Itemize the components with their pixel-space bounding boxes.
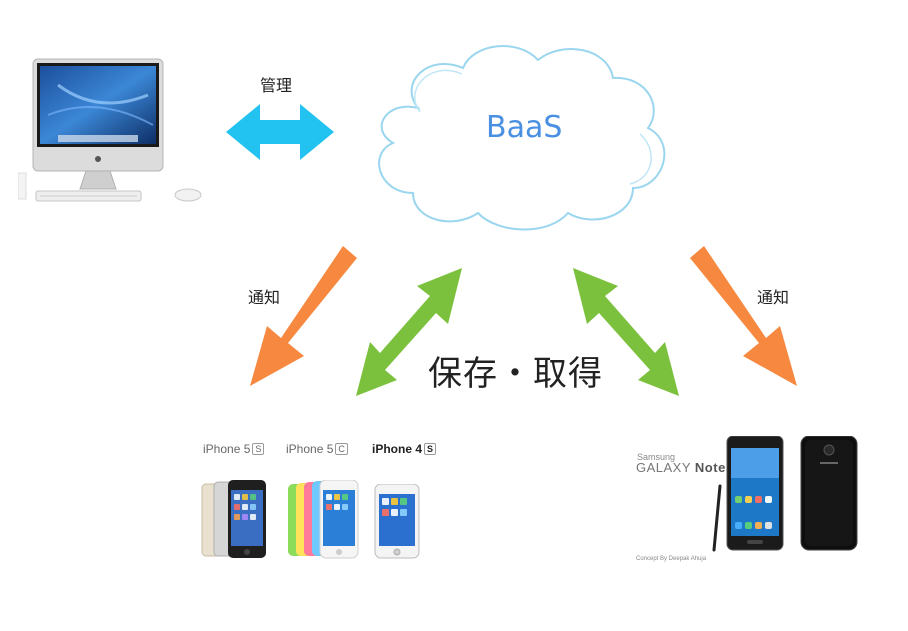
save-get-label: 保存・取得 xyxy=(428,354,603,394)
galaxy-credit: Concept By Deepak Ahuja xyxy=(636,556,707,562)
galaxy-stylus xyxy=(711,484,723,552)
baas-cloud: BaaS xyxy=(358,38,680,236)
iphone-4s-image xyxy=(372,484,422,560)
save-get-arrow-right xyxy=(560,262,685,402)
galaxy-back-image xyxy=(800,436,860,552)
notify-left-label: 通知 xyxy=(248,288,281,307)
baas-label: BaaS xyxy=(486,110,563,145)
galaxy-brand: Samsung xyxy=(637,452,676,462)
iphone-5c-image xyxy=(286,480,361,560)
manage-label: 管理 xyxy=(260,76,293,95)
galaxy-front-image xyxy=(726,436,784,552)
save-get-arrow-left xyxy=(350,262,475,402)
manage-double-arrow xyxy=(226,104,334,160)
iphone-5s-image xyxy=(200,480,270,560)
imac-illustration xyxy=(18,55,218,205)
notify-arrow-left xyxy=(240,238,365,393)
notify-arrow-right xyxy=(684,238,809,393)
notify-right-label: 通知 xyxy=(757,288,790,307)
